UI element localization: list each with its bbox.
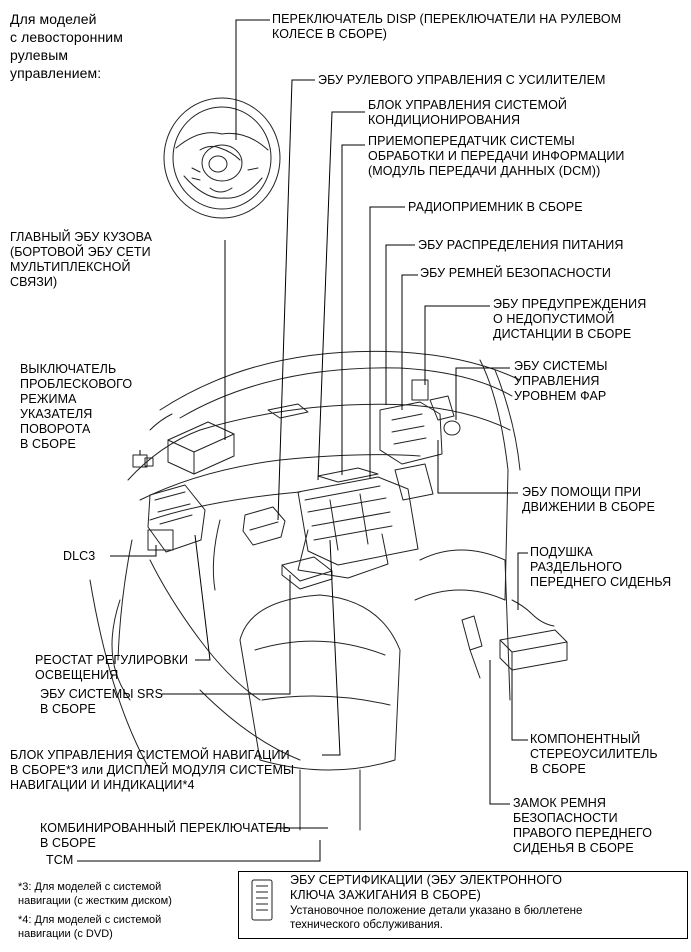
label-srs-ecu: ЭБУ СИСТЕМЫ SRS В СБОРЕ [40, 687, 164, 716]
footnote-4: *4: Для моделей с системой навигации (с … [18, 914, 162, 940]
label-seatbelt-ecu: ЭБУ РЕМНЕЙ БЕЗОПАСНОСТИ [420, 266, 611, 280]
label-tcm: TCM [46, 853, 74, 867]
steering-wheel-inset [163, 97, 281, 219]
label-power-dist-ecu: ЭБУ РАСПРЕДЕЛЕНИЯ ПИТАНИЯ [418, 238, 624, 252]
label-hazard-switch: ВЫКЛЮЧАТЕЛЬ ПРОБЛЕСКОВОГО РЕЖИМА УКАЗАТЕ… [20, 362, 133, 451]
label-radio: РАДИОПРИЕМНИК В СБОРЕ [408, 200, 583, 214]
cert-box-title: ЭБУ СЕРТИФИКАЦИИ (ЭБУ ЭЛЕКТРОННОГО КЛЮЧА… [290, 873, 563, 902]
label-dlc3: DLC3 [63, 549, 96, 563]
label-distance-warning: ЭБУ ПРЕДУПРЕЖДЕНИЯ О НЕДОПУСТИМОЙ ДИСТАН… [493, 297, 647, 341]
label-driving-support: ЭБУ ПОМОЩИ ПРИ ДВИЖЕНИИ В СБОРЕ [522, 485, 656, 514]
label-separate-seat-cushion: ПОДУШКА РАЗДЕЛЬНОГО ПЕРЕДНЕГО СИДЕНЬЯ [530, 545, 672, 589]
label-seatbelt-buckle: ЗАМОК РЕМНЯ БЕЗОПАСНОСТИ ПРАВОГО ПЕРЕДНЕ… [513, 796, 653, 855]
footnote-3: *3: Для моделей с системой навигации (с … [18, 881, 172, 907]
label-combo-switch: КОМБИНИРОВАННЫЙ ПЕРЕКЛЮЧАТЕЛЬ В СБОРЕ [40, 821, 291, 850]
label-rheostat: РЕОСТАТ РЕГУЛИРОВКИ ОСВЕЩЕНИЯ [35, 653, 189, 682]
label-headlight-level: ЭБУ СИСТЕМЫ УПРАВЛЕНИЯ УРОВНЕМ ФАР [514, 359, 608, 403]
certification-ecu-box [238, 871, 688, 939]
label-power-steering-ecu: ЭБУ РУЛЕВОГО УПРАВЛЕНИЯ С УСИЛИТЕЛЕМ [318, 73, 606, 87]
label-dcm: ПРИЕМОПЕРЕДАТЧИК СИСТЕМЫ ОБРАБОТКИ И ПЕР… [368, 134, 625, 178]
label-stereo-amp: КОМПОНЕНТНЫЙ СТЕРЕОУСИЛИТЕЛЬ В СБОРЕ [530, 732, 658, 776]
cert-box-note: Установочное положение детали указано в … [290, 905, 583, 931]
label-main-body-ecu: ГЛАВНЫЙ ЭБУ КУЗОВА (БОРТОВОЙ ЭБУ СЕТИ МУ… [10, 230, 153, 289]
label-nav-control: БЛОК УПРАВЛЕНИЯ СИСТЕМОЙ НАВИГАЦИИ В СБО… [10, 748, 295, 792]
models-header: Для моделей с левосторонним рулевым упра… [10, 11, 123, 81]
label-disp-switch: ПЕРЕКЛЮЧАТЕЛЬ DISP (ПЕРЕКЛЮЧАТЕЛИ НА РУЛ… [272, 12, 622, 41]
label-ac-control: БЛОК УПРАВЛЕНИЯ СИСТЕМОЙ КОНДИЦИОНИРОВАН… [368, 98, 568, 127]
